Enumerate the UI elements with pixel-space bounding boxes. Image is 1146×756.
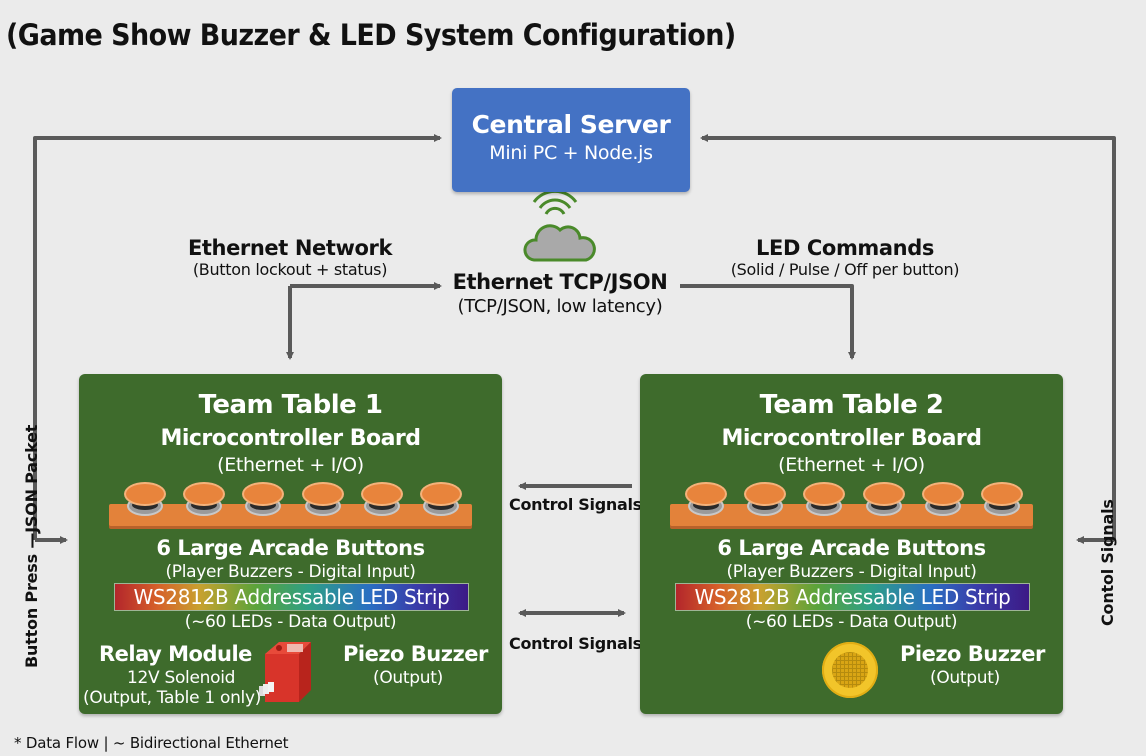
led-commands-label: LED Commands (Solid / Pulse / Off per bu… <box>700 236 990 279</box>
arcade-button-row <box>123 482 463 522</box>
server-title: Central Server <box>471 110 671 139</box>
cloud-wifi-icon <box>523 189 596 262</box>
control-signals-top-label: Control Signals <box>509 495 642 514</box>
arcade-button-icon[interactable] <box>980 482 1024 522</box>
ethernet-network-subtitle: (Button lockout + status) <box>192 260 388 279</box>
server-subtitle: Mini PC + Node.js <box>489 142 653 164</box>
team-table-2[interactable]: Team Table 2 Microcontroller Board (Ethe… <box>640 374 1063 714</box>
led-commands-subtitle: (Solid / Pulse / Off per button) <box>730 260 960 279</box>
relay-module-sub1: 12V Solenoid <box>127 668 236 688</box>
led-strip: WS2812B Addressable LED Strip <box>676 584 1029 610</box>
arrow-led-commands-to-table2 <box>680 284 856 360</box>
arcade-button-icon[interactable] <box>301 482 345 522</box>
piezo-buzzer-title: Piezo Buzzer <box>900 642 1045 666</box>
table-title: Team Table 1 <box>198 390 383 420</box>
ethernet-network-title: Ethernet Network <box>187 236 393 260</box>
relay-module-icon <box>259 642 311 702</box>
led-strip: WS2812B Addressable LED Strip <box>115 584 468 610</box>
arcade-button-icon[interactable] <box>862 482 906 522</box>
arcade-button-icon[interactable] <box>684 482 728 522</box>
control-signals-right-label: Contol Signals <box>1098 499 1117 626</box>
led-strip-subtitle: (~60 LEDs - Data Output) <box>184 612 397 632</box>
arcade-button-icon[interactable] <box>743 482 787 522</box>
network-label: Ethernet TCP/JSON (TCP/JSON, low latency… <box>440 270 680 317</box>
microcontroller-subtitle: (Ethernet + I/O) <box>217 454 364 476</box>
piezo-buzzer-title: Piezo Buzzer <box>343 642 488 666</box>
arcade-button-icon[interactable] <box>802 482 846 522</box>
team-table-1[interactable]: Team Table 1 Microcontroller Board (Ethe… <box>79 374 502 714</box>
arcade-button-row <box>684 482 1024 522</box>
arcade-buttons-subtitle: (Player Buzzers - Digital Input) <box>165 562 416 582</box>
network-subtitle: (TCP/JSON, low latency) <box>457 296 663 317</box>
arcade-button-icon[interactable] <box>123 482 167 522</box>
microcontroller-subtitle: (Ethernet + I/O) <box>778 454 925 476</box>
arcade-buttons-title: 6 Large Arcade Buttons <box>156 536 425 560</box>
table-title: Team Table 2 <box>759 390 944 420</box>
arcade-button-icon[interactable] <box>182 482 226 522</box>
piezo-buzzer-subtitle: (Output) <box>373 668 443 688</box>
ethernet-network-label: Ethernet Network (Button lockout + statu… <box>180 236 400 279</box>
control-signals-bottom-label: Control Signals <box>509 634 642 653</box>
arcade-buttons-subtitle: (Player Buzzers - Digital Input) <box>726 562 977 582</box>
page-title: (Game Show Buzzer & LED System Configura… <box>6 18 736 52</box>
arcade-buttons-title: 6 Large Arcade Buttons <box>717 536 986 560</box>
arcade-button-icon[interactable] <box>241 482 285 522</box>
arcade-button-icon[interactable] <box>360 482 404 522</box>
button-press-json-label: Button Press —JSON Packet <box>22 424 41 668</box>
arcade-button-icon[interactable] <box>921 482 965 522</box>
piezo-buzzer-icon <box>822 642 878 698</box>
microcontroller-title: Microcontroller Board <box>160 426 421 451</box>
relay-module-title: Relay Module <box>99 642 252 666</box>
central-server-box[interactable]: Central Server Mini PC + Node.js <box>452 88 690 192</box>
led-commands-title: LED Commands <box>756 236 934 260</box>
arcade-button-icon[interactable] <box>419 482 463 522</box>
microcontroller-title: Microcontroller Board <box>721 426 982 451</box>
network-title: Ethernet TCP/JSON <box>452 270 668 294</box>
footnote: * Data Flow | ~ Bidirectional Ethernet <box>14 734 289 752</box>
relay-module-sub2: (Output, Table 1 only) <box>83 688 262 708</box>
piezo-buzzer-subtitle: (Output) <box>930 668 1000 688</box>
led-strip-subtitle: (~60 LEDs - Data Output) <box>745 612 958 632</box>
